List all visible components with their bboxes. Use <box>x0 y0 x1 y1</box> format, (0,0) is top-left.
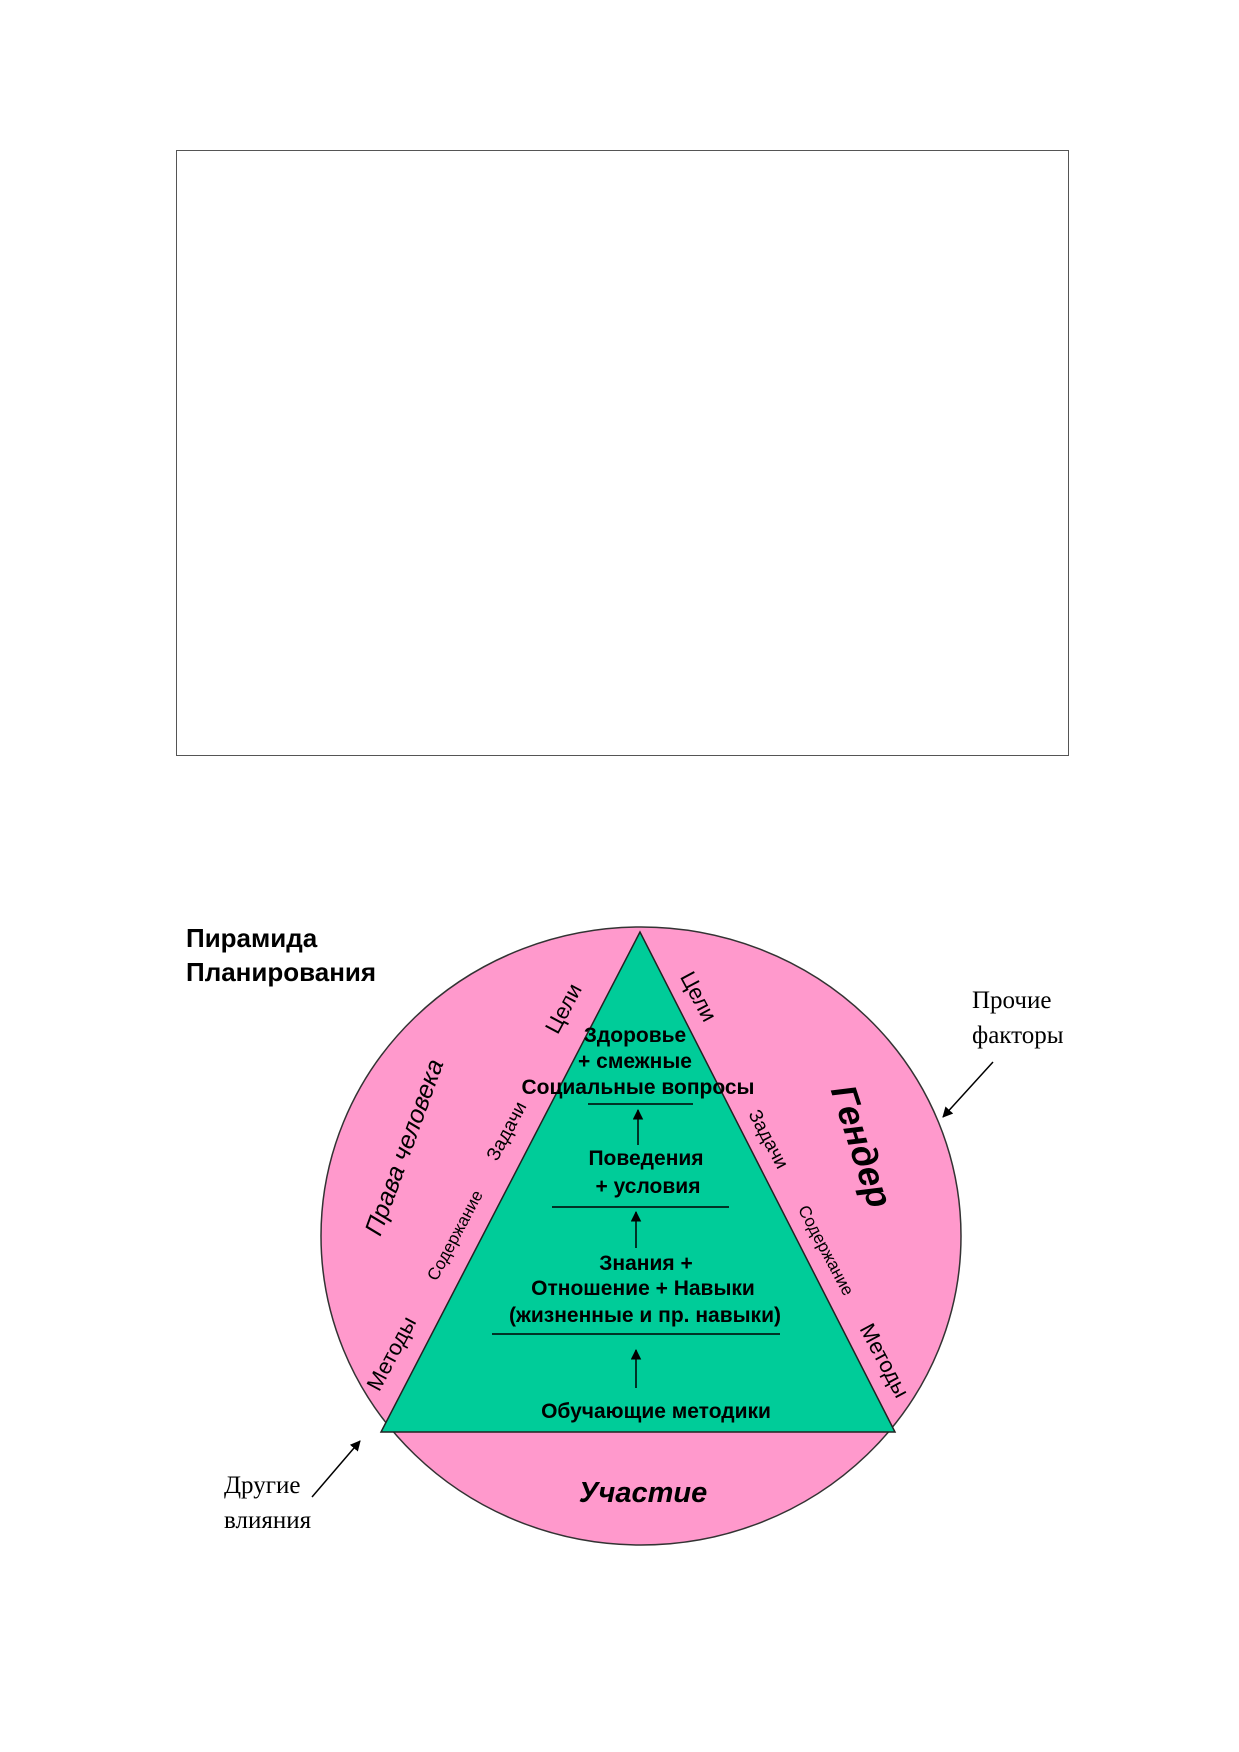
annotation-left-line1: Другие <box>224 1472 300 1499</box>
level-base: Обучающие методики <box>541 1400 771 1423</box>
level-second-line1: Поведения <box>588 1147 703 1170</box>
level-top-line1: Здоровье <box>584 1024 686 1047</box>
level-top-line2: + смежные <box>578 1050 692 1073</box>
circle-label-participation: Участие <box>579 1477 707 1509</box>
diagram-title-line1: Пирамида <box>186 923 318 953</box>
empty-frame <box>176 150 1069 756</box>
level-second-line2: + условия <box>596 1175 701 1198</box>
annotation-right-line2: факторы <box>972 1022 1064 1049</box>
level-top-line3: Социальные вопросы <box>521 1076 754 1099</box>
annotation-right-line1: Прочие <box>972 987 1051 1014</box>
pyramid-triangle <box>379 930 897 1433</box>
annotation-arrow-left <box>311 1440 361 1498</box>
annotation-left-line2: влияния <box>224 1507 312 1534</box>
level-third-line2: Отношение + Навыки <box>531 1277 755 1300</box>
level-third-line1: Знания + <box>599 1252 692 1275</box>
level-third-line3: (жизненные и пр. навыки) <box>509 1304 781 1327</box>
diagram-title-line2: Планирования <box>186 957 377 987</box>
annotation-arrow-right <box>942 1061 994 1118</box>
